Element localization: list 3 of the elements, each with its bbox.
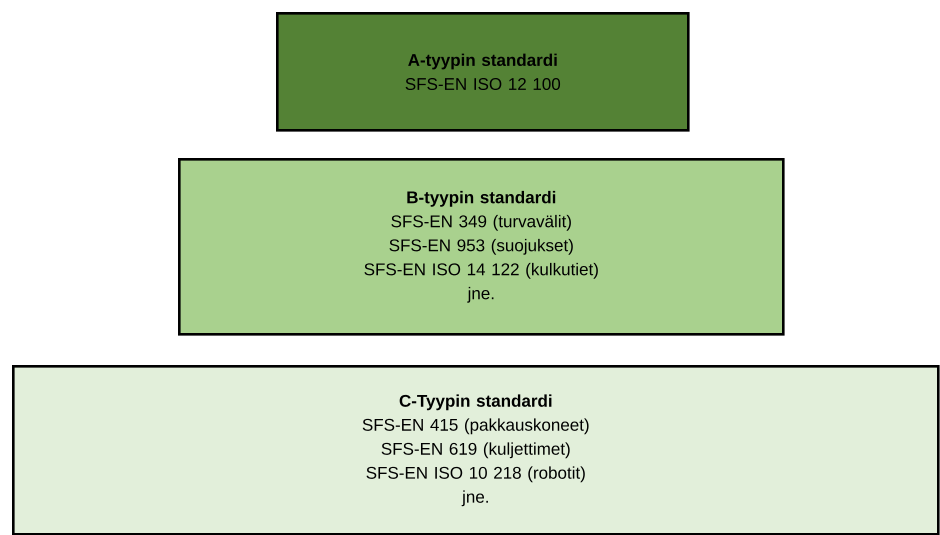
standard-box: C-Tyypin standardi SFS-EN 415 (pakkauskoneet) SFS-EN 619 (kuljettimet) SFS-EN ISO 10 218 (robotit) jne. [12, 365, 940, 535]
standard-box: A-tyypin standardi SFS-EN ISO 12 100 [276, 12, 690, 132]
standard-box: B-tyypin standardi SFS-EN 349 (turvavälit) SFS-EN 953 (suojukset) SFS-EN ISO 14 122 (kulkutiet) jne. [178, 158, 785, 336]
